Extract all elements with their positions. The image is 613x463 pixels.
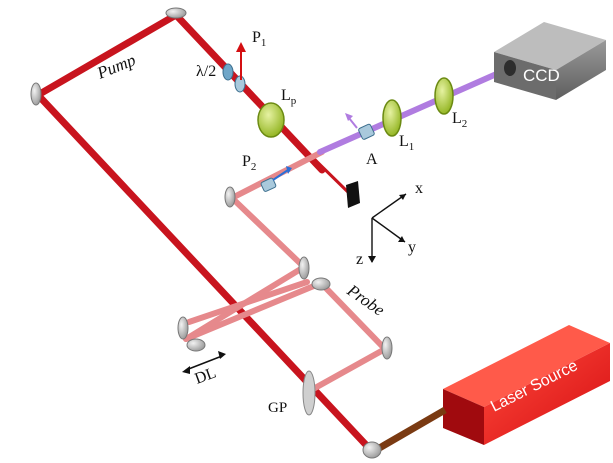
half-wave-plate	[222, 63, 246, 93]
analyzer	[358, 123, 375, 140]
mirror-left	[30, 82, 42, 106]
p2-label: P2	[242, 153, 256, 173]
p1-polarization-arrow	[236, 42, 246, 80]
analyzer-label: A	[366, 151, 378, 168]
axis-x-label: x	[415, 180, 423, 197]
delay-line-label: DL	[193, 364, 219, 387]
mirror-probe-2	[298, 256, 310, 280]
l2-label: L2	[452, 110, 467, 130]
mirror-delay-line-2	[186, 338, 206, 352]
mirror-laser-out	[362, 441, 382, 459]
glan-plate-label: GP	[268, 400, 287, 416]
p1-label: P1	[252, 29, 266, 49]
pump-lens-lp	[257, 102, 285, 138]
probe-polarizer-p2	[260, 177, 277, 192]
laser-output-beam	[374, 406, 447, 454]
analyzer-polarization-arrow	[345, 113, 358, 129]
p2-polarization-arrow	[272, 166, 292, 181]
axis-y-label: y	[408, 239, 416, 256]
lens-l1	[382, 99, 402, 137]
laser-source-box: Laser Source	[443, 325, 610, 445]
probe-beam	[183, 149, 388, 396]
half-wave-plate-label: λ/2	[196, 63, 216, 80]
ccd-label: CCD	[523, 66, 560, 85]
mirror-probe-3	[311, 277, 331, 291]
ccd-camera: CCD	[494, 22, 606, 100]
signal-beam	[317, 65, 513, 155]
mirror-probe-1	[224, 186, 236, 208]
lp-label: Lp	[281, 87, 297, 107]
sample	[346, 181, 360, 208]
mirror-delay-line-1	[177, 316, 189, 340]
mirror-top	[165, 7, 187, 19]
delay-line-arrow	[182, 351, 226, 374]
coordinate-axes	[368, 193, 407, 263]
mirror-probe-4	[381, 336, 393, 360]
axis-z-label: z	[356, 251, 363, 268]
l1-label: L1	[399, 133, 414, 153]
glan-plate	[302, 370, 316, 416]
lens-l2	[434, 77, 454, 115]
mirrors	[30, 7, 393, 459]
